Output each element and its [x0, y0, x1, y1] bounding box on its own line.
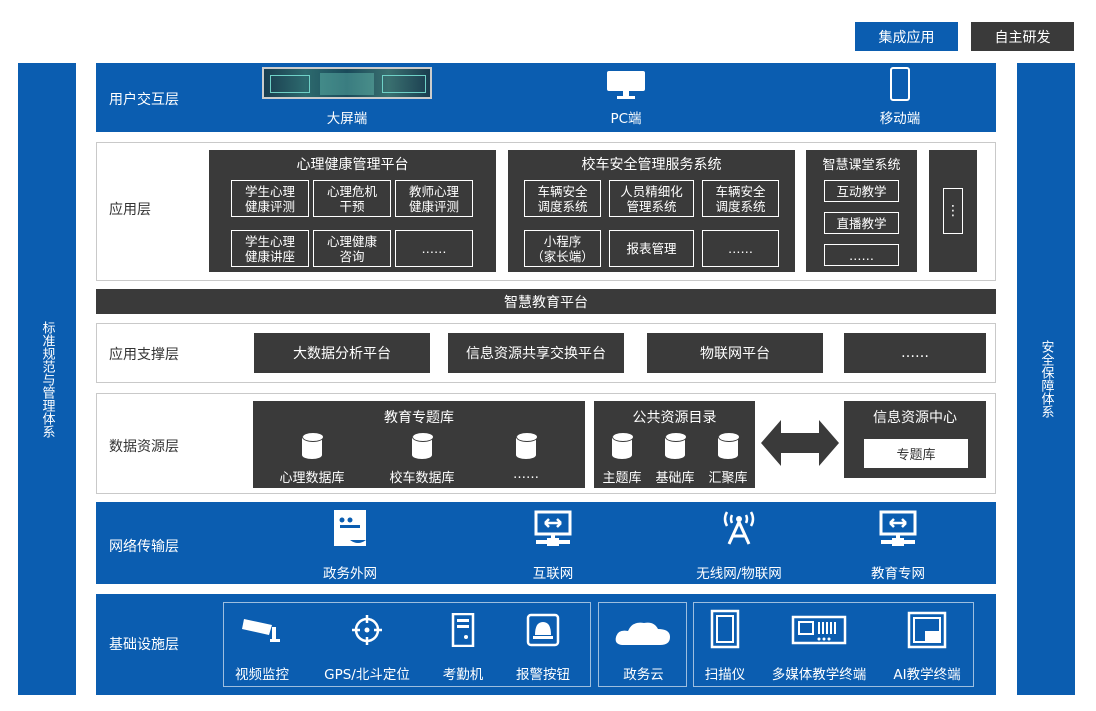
gps-crosshair-icon — [352, 615, 382, 645]
big-data-platform: 大数据分析平台 — [254, 333, 430, 373]
db-label: …… — [513, 467, 539, 482]
classroom-title: 智慧课堂系统 — [822, 158, 901, 173]
camera-icon — [242, 619, 280, 642]
bus-cell: 车辆安全 调度系统 — [702, 180, 779, 217]
school-bus-safety-system: 校车安全管理服务系统 车辆安全 调度系统 人员精细化 管理系统 车辆安全 调度系… — [508, 150, 795, 272]
ai-terminal-icon — [907, 611, 947, 649]
db-label: 心理数据库 — [279, 471, 345, 486]
db-label: 汇聚库 — [708, 471, 748, 486]
multimedia-terminal-icon — [791, 615, 847, 645]
device-label: AI教学终端 — [893, 667, 961, 683]
scanner-icon — [710, 609, 740, 649]
psych-cell: 心理健康 咨询 — [313, 230, 391, 267]
bus-cell: 小程序 （家长端） — [524, 230, 601, 267]
support-more: …… — [844, 333, 986, 373]
psych-cell: 教师心理 健康评测 — [395, 180, 473, 217]
info-resource-center: 信息资源中心 专题库 — [844, 401, 986, 478]
bus-title: 校车安全管理服务系统 — [581, 157, 722, 173]
security-assurance-system: 安全保障体系 — [1017, 63, 1075, 695]
network-transport-layer: 网络传输层 政务外网 互联网 无线网/物联网 教育专网 — [96, 502, 996, 584]
device-label: 多媒体教学终端 — [771, 667, 867, 683]
device-label: 扫描仪 — [704, 667, 746, 683]
more-ellipsis: ⋮ — [943, 188, 963, 234]
iot-platform: 物联网平台 — [647, 333, 823, 373]
bus-cell: 报表管理 — [609, 230, 694, 267]
psych-cell: …… — [395, 230, 473, 267]
classroom-cell: …… — [824, 244, 899, 266]
classroom-cell: 互动教学 — [824, 180, 899, 202]
db-label: 主题库 — [602, 471, 642, 486]
mobile-label: 移动端 — [879, 111, 921, 127]
mobile-icon — [890, 67, 910, 101]
classroom-cell: 直播教学 — [824, 212, 899, 234]
smart-education-platform: 智慧教育平台 — [96, 289, 996, 314]
edu-network-icon — [879, 510, 917, 546]
device-label: 报警按钮 — [516, 667, 570, 683]
database-icon — [516, 432, 538, 460]
psych-cell: 心理危机 干预 — [313, 180, 391, 217]
database-icon — [302, 432, 324, 460]
gov-extranet-icon — [334, 510, 366, 546]
education-topic-db: 教育专题库 心理数据库 校车数据库 …… — [253, 401, 585, 488]
application-support-layer: 应用支撑层 大数据分析平台 信息资源共享交换平台 物联网平台 …… — [96, 323, 996, 383]
edu-db-title: 教育专题库 — [384, 410, 454, 426]
cloud-icon — [615, 622, 670, 645]
bus-cell: …… — [702, 230, 779, 267]
net-label: 互联网 — [532, 566, 574, 582]
bidirectional-arrow-icon — [761, 420, 839, 466]
psych-cell: 学生心理 健康评测 — [231, 180, 309, 217]
pc-icon — [607, 71, 645, 101]
database-icon — [665, 432, 687, 460]
psych-title: 心理健康管理平台 — [296, 157, 409, 173]
layer-label: 应用层 — [109, 202, 151, 218]
wireless-tower-icon — [723, 511, 755, 545]
pc-label: PC端 — [610, 111, 642, 127]
db-label: 校车数据库 — [389, 471, 455, 486]
alarm-button-icon — [526, 613, 560, 647]
device-label: GPS/北斗定位 — [324, 667, 410, 683]
legend-integrated: 集成应用 — [855, 22, 958, 51]
device-group-3: 扫描仪 多媒体教学终端 AI教学终端 — [693, 602, 974, 687]
device-label: 政务云 — [623, 667, 664, 683]
info-sharing-platform: 信息资源共享交换平台 — [448, 333, 624, 373]
big-screen-label: 大屏端 — [326, 111, 368, 127]
bus-cell: 人员精细化 管理系统 — [609, 180, 694, 217]
application-layer: 应用层 心理健康管理平台 学生心理 健康评测 心理危机 干预 教师心理 健康评测… — [96, 142, 996, 281]
device-group-2: 政务云 — [598, 602, 687, 687]
net-label: 政务外网 — [323, 566, 377, 582]
device-label: 考勤机 — [442, 667, 484, 683]
public-resource-catalog: 公共资源目录 主题库 基础库 汇聚库 — [594, 401, 755, 488]
layer-label: 数据资源层 — [109, 439, 179, 455]
database-icon — [718, 432, 740, 460]
attendance-machine-icon — [451, 613, 475, 647]
net-label: 无线网/物联网 — [696, 566, 782, 582]
psych-health-platform: 心理健康管理平台 学生心理 健康评测 心理危机 干预 教师心理 健康评测 学生心… — [209, 150, 496, 272]
topic-db: 专题库 — [864, 439, 968, 468]
smart-classroom-system: 智慧课堂系统 互动教学 直播教学 …… — [806, 150, 917, 272]
layer-label: 网络传输层 — [109, 539, 179, 555]
center-title: 信息资源中心 — [873, 410, 957, 426]
database-icon — [612, 432, 634, 460]
internet-icon — [534, 510, 572, 546]
legend-self-dev: 自主研发 — [971, 22, 1074, 51]
database-icon — [412, 432, 434, 460]
db-label: 基础库 — [655, 471, 695, 486]
user-interaction-layer: 用户交互层 大屏端 PC端 移动端 — [96, 63, 996, 132]
bus-cell: 车辆安全 调度系统 — [524, 180, 601, 217]
device-group-1: 视频监控 GPS/北斗定位 考勤机 报警按钮 — [223, 602, 591, 687]
layer-label: 基础设施层 — [109, 637, 179, 653]
infrastructure-layer: 基础设施层 视频监控 GPS/北斗定位 考勤机 报警按钮 — [96, 594, 996, 695]
device-label: 视频监控 — [235, 667, 289, 683]
big-screen-icon — [262, 67, 432, 99]
data-resource-layer: 数据资源层 教育专题库 心理数据库 校车数据库 …… 公共资源目录 主题库 基础… — [96, 393, 996, 494]
public-title: 公共资源目录 — [632, 410, 717, 426]
standards-management-system: 标准规范与管理体系 — [18, 63, 76, 695]
psych-cell: 学生心理 健康讲座 — [231, 230, 309, 267]
net-label: 教育专网 — [871, 566, 925, 582]
more-systems: ⋮ — [929, 150, 977, 272]
layer-label: 用户交互层 — [109, 92, 179, 108]
layer-label: 应用支撑层 — [109, 347, 179, 363]
